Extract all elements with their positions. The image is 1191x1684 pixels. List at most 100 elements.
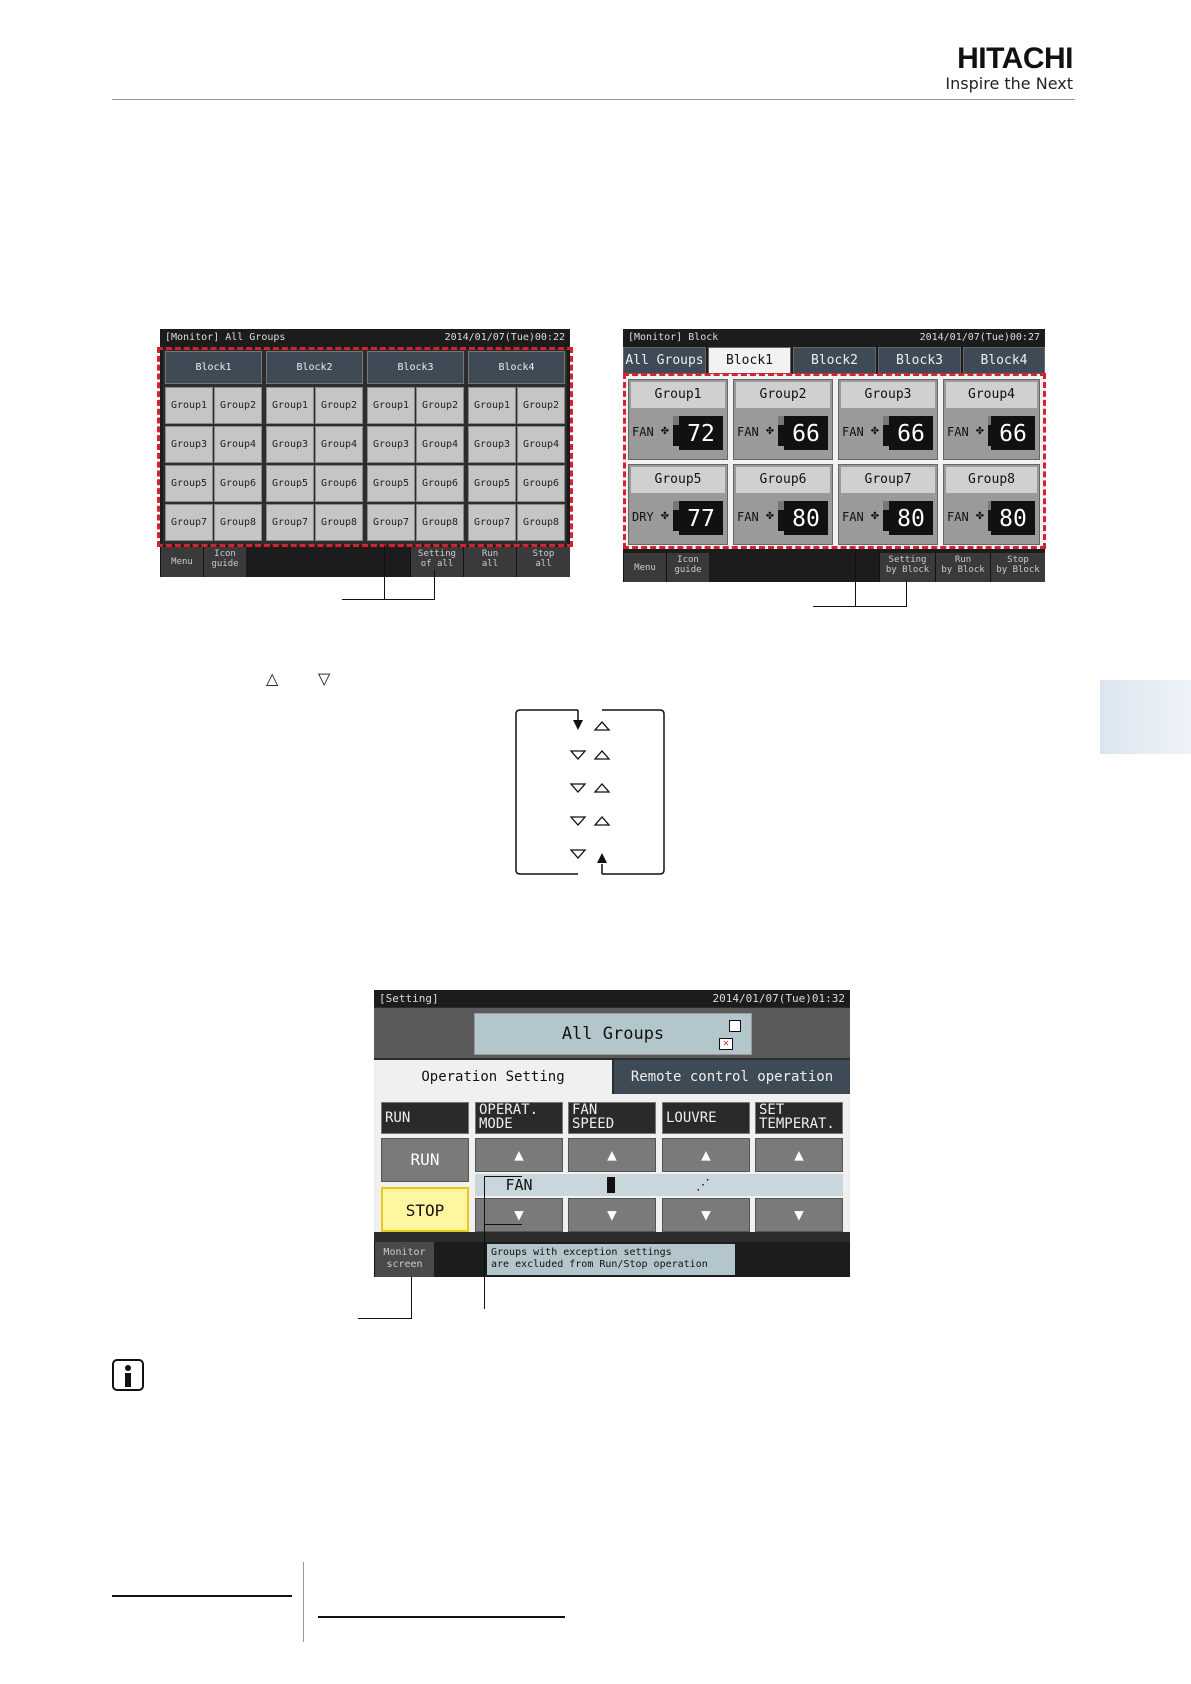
menu-label: Menu (634, 563, 656, 573)
louvre-down-button[interactable]: ▼ (662, 1198, 750, 1232)
mode-down-button[interactable]: ▼ (475, 1198, 563, 1232)
screen-title: [Monitor] All Groups (165, 332, 286, 343)
menu-button[interactable]: Menu (623, 553, 666, 582)
group-button[interactable]: Group6 (214, 465, 262, 502)
louvre-up-button[interactable]: ▲ (662, 1138, 750, 1172)
group-button[interactable]: Group4 (315, 426, 363, 463)
up-arrow-icon: △ (266, 669, 279, 688)
fan-up-button[interactable]: ▲ (568, 1138, 656, 1172)
group-button[interactable]: Group5 (165, 465, 213, 502)
group-button[interactable]: Group5 (266, 465, 314, 502)
group-button[interactable]: Group4 (416, 426, 464, 463)
group-button[interactable]: Group1 (165, 387, 213, 424)
group-button[interactable]: Group3 (165, 426, 213, 463)
leader-line (358, 1318, 412, 1319)
group-button[interactable]: Group2 (315, 387, 363, 424)
group-button[interactable]: Group6 (517, 465, 565, 502)
group-button[interactable]: Group1 (367, 387, 415, 424)
target-name: All Groups (561, 1024, 665, 1044)
fan-down-button[interactable]: ▼ (568, 1198, 656, 1232)
up-triangle-icon: ▲ (794, 1145, 804, 1164)
tile-name: Group4 (946, 382, 1037, 408)
tile-temperature: 80 (784, 501, 828, 535)
block-header-2[interactable]: Block2 (266, 351, 363, 384)
fan-icon: ✤ (976, 508, 984, 523)
fan-icon: ✤ (871, 423, 879, 438)
col-louvre-header: LOUVRE (662, 1102, 750, 1134)
run-by-block-button[interactable]: Run by Block (935, 553, 990, 582)
highlight-frame (623, 373, 1046, 549)
group-button[interactable]: Group4 (214, 426, 262, 463)
group-button[interactable]: Group8 (416, 504, 464, 541)
group-button[interactable]: Group2 (416, 387, 464, 424)
group-button[interactable]: Group7 (165, 504, 213, 541)
col-temp-label-2: TEMPERAT. (759, 1116, 835, 1132)
group-button[interactable]: Group5 (367, 465, 415, 502)
info-stem (125, 1373, 131, 1387)
group-tile[interactable]: Group2 FAN ✤ 66 (733, 379, 833, 460)
tab-operation-setting[interactable]: Operation Setting (374, 1060, 612, 1094)
block-header-1[interactable]: Block1 (165, 351, 262, 384)
tab-block3[interactable]: Block3 (878, 347, 961, 374)
group-button[interactable]: Group3 (468, 426, 516, 463)
stop-all-button[interactable]: Stop all (516, 547, 570, 577)
group-button[interactable]: Group6 (315, 465, 363, 502)
group-button[interactable]: Group7 (367, 504, 415, 541)
screen-title: [Monitor] Block (628, 332, 719, 343)
hitachi-logo: HITACHI Inspire the Next (945, 44, 1073, 94)
tab-remote-control[interactable]: Remote control operation (614, 1060, 850, 1094)
temp-up-button[interactable]: ▲ (755, 1138, 843, 1172)
block-header-3[interactable]: Block3 (367, 351, 464, 384)
group-button[interactable]: Group7 (266, 504, 314, 541)
run-all-button[interactable]: Run all (463, 547, 516, 577)
tab-block4[interactable]: Block4 (963, 347, 1045, 374)
setting-of-all-button[interactable]: Setting of all (410, 547, 463, 577)
group-button[interactable]: Group7 (468, 504, 516, 541)
up-triangle-icon: ▲ (514, 1145, 524, 1164)
datetime: 2014/01/07(Tue)00:27 (919, 332, 1040, 343)
monitor-screen-button[interactable]: Monitor screen (374, 1242, 434, 1277)
group-button[interactable]: Group8 (517, 504, 565, 541)
tab-block2[interactable]: Block2 (793, 347, 876, 374)
group-tile[interactable]: Group6 FAN ✤ 80 (733, 464, 833, 545)
group-tile[interactable]: Group4 FAN ✤ 66 (943, 379, 1040, 460)
mode-up-button[interactable]: ▲ (475, 1138, 563, 1172)
block-header-4[interactable]: Block4 (468, 351, 565, 384)
group-button[interactable]: Group2 (517, 387, 565, 424)
group-button[interactable]: Group3 (266, 426, 314, 463)
group-button[interactable]: Group6 (416, 465, 464, 502)
icon-guide-button[interactable]: Icon guide (666, 553, 709, 582)
group-tile[interactable]: Group5 DRY ✤ 77 (628, 464, 728, 545)
tile-temperature: 80 (991, 501, 1035, 535)
leader-line (342, 599, 435, 600)
menu-button[interactable]: Menu (160, 547, 203, 577)
group-button[interactable]: Group2 (214, 387, 262, 424)
setting-by-block-button[interactable]: Setting by Block (879, 553, 935, 582)
group-button[interactable]: Group5 (468, 465, 516, 502)
group-button[interactable]: Group8 (214, 504, 262, 541)
group-button[interactable]: Group8 (315, 504, 363, 541)
icon-guide-button[interactable]: Icon guide (203, 547, 246, 577)
mode-value: FAN (505, 1176, 533, 1194)
group-button[interactable]: Group4 (517, 426, 565, 463)
tab-block1[interactable]: Block1 (708, 347, 791, 374)
temp-down-button[interactable]: ▼ (755, 1198, 843, 1232)
group-tile[interactable]: Group7 FAN ✤ 80 (838, 464, 938, 545)
group-tile[interactable]: Group1 FAN ✤ 72 (628, 379, 728, 460)
down-triangle-icon: ▼ (794, 1205, 804, 1224)
group-button[interactable]: Group3 (367, 426, 415, 463)
up-triangle-icon: ▲ (607, 1145, 617, 1164)
run-button[interactable]: RUN (381, 1138, 469, 1182)
group-tile[interactable]: Group3 FAN ✤ 66 (838, 379, 938, 460)
leader-line (855, 550, 856, 607)
title-bar: [Monitor] All Groups 2014/01/07(Tue)00:2… (160, 329, 570, 346)
title-bar: [Monitor] Block 2014/01/07(Tue)00:27 (623, 329, 1045, 346)
group-button[interactable]: Group1 (266, 387, 314, 424)
tab-all-groups[interactable]: All Groups (623, 347, 706, 374)
col-temp-label-1: SET (759, 1102, 785, 1118)
leader-line (906, 580, 907, 607)
group-tile[interactable]: Group8 FAN ✤ 80 (943, 464, 1040, 545)
group-button[interactable]: Group1 (468, 387, 516, 424)
stop-button[interactable]: STOP (381, 1187, 469, 1232)
stop-by-block-button[interactable]: Stop by Block (990, 553, 1045, 582)
